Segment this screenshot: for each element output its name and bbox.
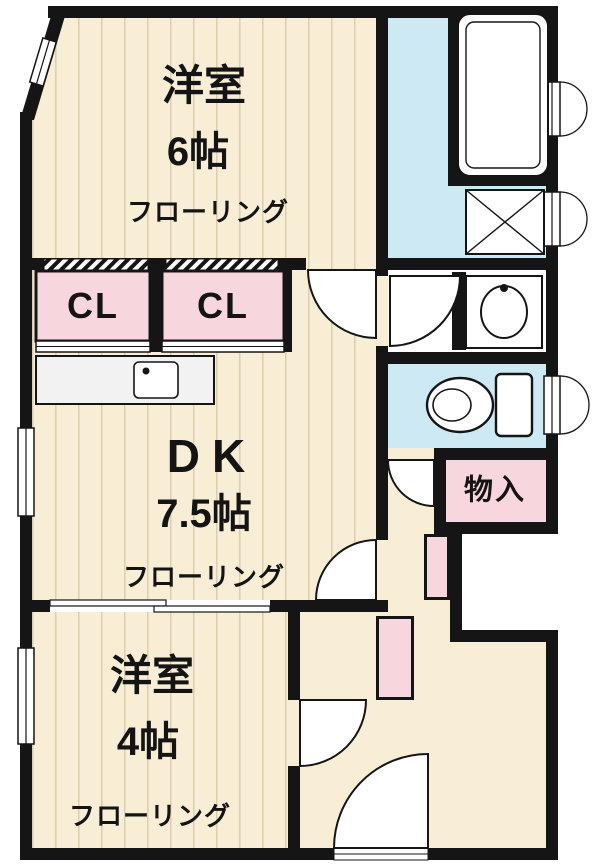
kitchen-counter	[35, 355, 215, 405]
hatch-band-left	[43, 258, 149, 271]
label-western4-name: 洋室	[109, 652, 195, 699]
label-western4-size: 4帖	[116, 720, 180, 764]
door-western4	[299, 699, 368, 768]
label-western4-flooring: フローリング	[68, 801, 232, 831]
faucet-icon	[142, 367, 150, 375]
label-dk-flooring: フローリング	[122, 562, 286, 592]
window-right-washer	[543, 191, 588, 247]
storage-strip-2	[376, 616, 414, 700]
bathtub-icon	[457, 13, 549, 177]
window-left-dk	[17, 427, 35, 517]
label-closet-left: CL	[67, 285, 119, 326]
window-right-toilet	[543, 375, 590, 435]
label-western6-name: 洋室	[161, 62, 247, 109]
window-left-western4	[17, 647, 35, 745]
door-washroom	[389, 275, 462, 348]
washbasin-icon	[465, 275, 543, 349]
closet-left-area	[36, 271, 150, 352]
label-western6-size: 6帖	[166, 130, 230, 174]
label-dk-size: 7.5帖	[156, 492, 252, 536]
label-storage: 物入	[463, 474, 527, 507]
closet-doors	[34, 258, 286, 353]
sliding-door	[49, 599, 271, 613]
kitchen-sink-icon	[133, 361, 179, 399]
storage-area	[446, 460, 546, 522]
door-western6-dk	[306, 269, 377, 340]
windows	[17, 37, 590, 745]
window-diagonal	[28, 37, 58, 87]
doorway-washroom	[376, 276, 388, 346]
door-dk-corridor	[314, 538, 377, 601]
door-toilet	[386, 459, 435, 508]
closet-right-area	[162, 271, 284, 352]
room-western4-floor	[32, 612, 288, 848]
toilet-icon	[425, 372, 534, 438]
entrance-door	[332, 752, 429, 849]
label-western6-flooring: フローリング	[126, 197, 290, 227]
hatch-band-right	[165, 258, 279, 271]
washing-machine-pan-icon	[465, 189, 545, 255]
storage-strip-1	[424, 534, 450, 600]
door-arcs	[299, 269, 462, 861]
fixtures	[35, 13, 549, 438]
label-closet-right: CL	[197, 285, 249, 326]
window-right-bath	[543, 81, 588, 137]
label-dk-name: DK	[166, 430, 258, 482]
